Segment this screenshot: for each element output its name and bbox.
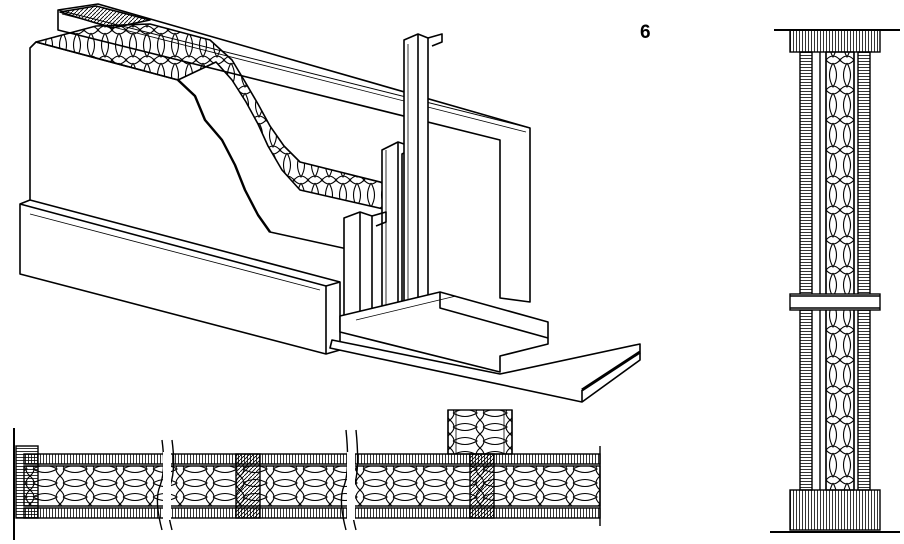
elev-face-left [799, 51, 813, 491]
cutaway-insulation [35, 23, 389, 211]
plan-insulation-core [23, 465, 601, 507]
elev-joint [789, 293, 881, 311]
back-panel-top-insulation [59, 5, 151, 29]
bottom-track [789, 489, 881, 531]
c-stud-rear [403, 33, 443, 315]
isometric-wall-assembly [19, 3, 641, 403]
figure-number: 6 [640, 22, 651, 43]
horizontal-section [13, 409, 601, 540]
elev-insulation-core [825, 51, 855, 491]
top-track [789, 29, 881, 53]
floor-slab [329, 339, 641, 403]
elev-face-right [857, 51, 871, 491]
plan-connector-2 [469, 453, 495, 519]
plan-connector-1 [235, 453, 261, 519]
plan-face-bottom [23, 507, 601, 519]
floor-track [339, 291, 549, 373]
plan-face-top [23, 453, 601, 465]
plan-intersecting-wall [447, 409, 513, 455]
vertical-section [770, 29, 900, 533]
